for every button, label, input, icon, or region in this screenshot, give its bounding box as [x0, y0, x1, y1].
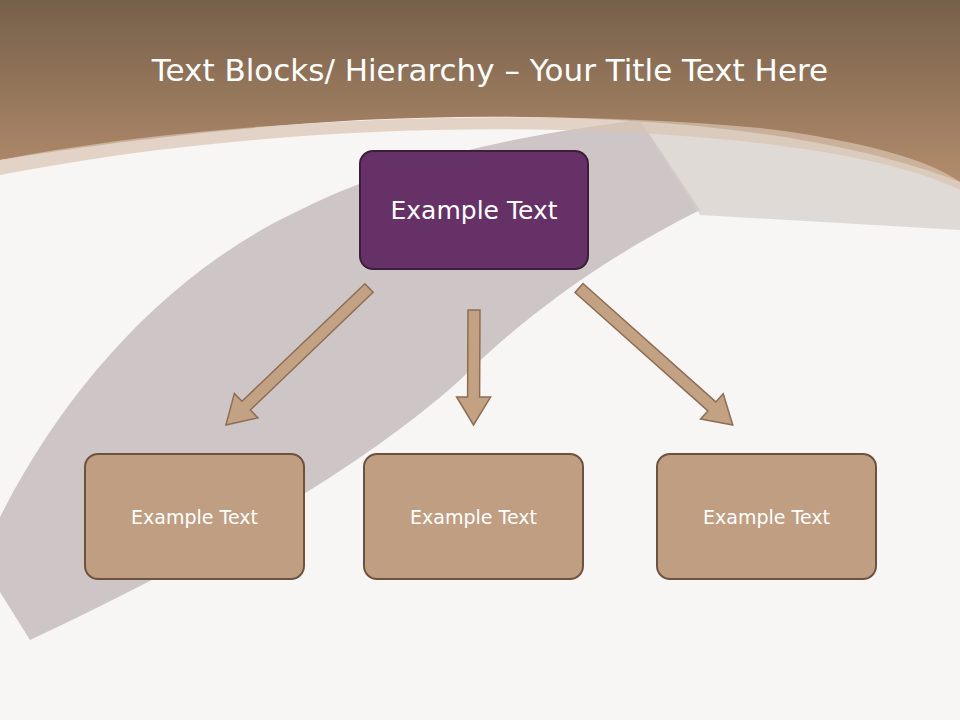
child-box: Example Text	[363, 453, 584, 580]
block-arrow	[575, 284, 733, 426]
block-arrow	[226, 284, 373, 425]
brush-stroke	[0, 120, 700, 640]
block-arrow	[457, 310, 491, 425]
child-box: Example Text	[656, 453, 877, 580]
child-box: Example Text	[84, 453, 305, 580]
top-box: Example Text	[359, 150, 589, 270]
box-label: Example Text	[131, 506, 258, 528]
box-label: Example Text	[391, 196, 558, 225]
slide-title: Text Blocks/ Hierarchy – Your Title Text…	[0, 52, 960, 88]
box-label: Example Text	[703, 506, 830, 528]
box-label: Example Text	[410, 506, 537, 528]
